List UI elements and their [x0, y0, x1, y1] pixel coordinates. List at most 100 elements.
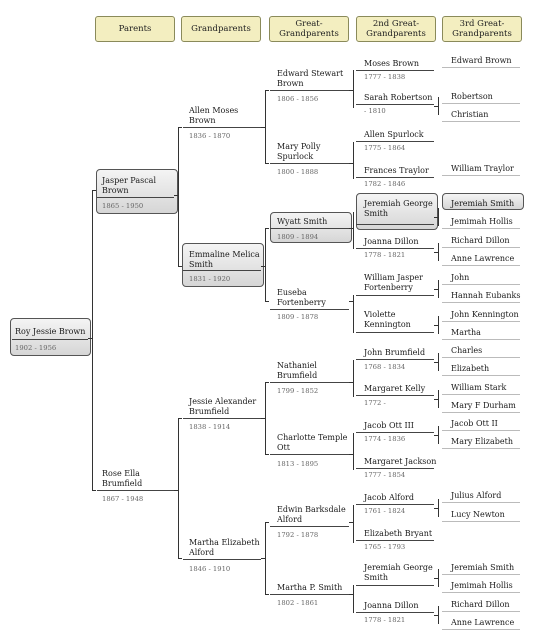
person-name-joanna-2[interactable]: Joanna Dillon — [364, 601, 419, 610]
person-dates-roy: 1902 - 1956 — [15, 344, 57, 352]
connector — [349, 301, 354, 302]
ancestor-underline — [442, 375, 520, 376]
person-name-margaret-kelly[interactable]: Margaret Kelly — [364, 384, 426, 393]
person-dates-allen-moses: 1836 - 1870 — [189, 132, 231, 140]
connector — [178, 558, 182, 559]
highlight-roy — [10, 318, 91, 356]
connector — [265, 522, 269, 523]
person-name-rose[interactable]: Rose Ella Brumfield — [102, 469, 143, 488]
person-name-wyatt[interactable]: Wyatt Smith — [277, 217, 328, 226]
person-dates-sarah: - 1810 — [364, 107, 386, 115]
person-dates-wyatt: 1809 - 1894 — [277, 233, 319, 241]
highlight-emmaline — [182, 243, 264, 287]
ancestor-richard-dillon-2[interactable]: Richard Dillon — [451, 600, 510, 609]
person-dates-allen-spurlock: 1775 - 1864 — [364, 144, 406, 152]
person-name-jessie-alexander[interactable]: Jessie Alexander Brumfield — [189, 397, 257, 416]
person-underline — [356, 585, 434, 586]
ancestor-richard-dillon[interactable]: Richard Dillon — [451, 236, 510, 245]
person-underline — [356, 141, 434, 142]
ancestor-william-stark[interactable]: William Stark — [451, 383, 507, 392]
connector — [353, 142, 354, 179]
person-name-nathaniel[interactable]: Nathaniel Brumfield — [277, 361, 318, 380]
person-name-mary-polly[interactable]: Mary Polly Spurlock — [277, 142, 321, 161]
person-name-allen-spurlock[interactable]: Allen Spurlock — [364, 130, 424, 139]
ancestor-john-kennington[interactable]: John Kennington — [451, 310, 519, 319]
ancestor-underline — [442, 103, 520, 104]
person-underline — [356, 104, 434, 105]
person-underline — [183, 127, 261, 128]
highlight-wyatt — [270, 212, 352, 243]
person-dates-elizabeth-bryant: 1765 - 1793 — [364, 543, 406, 551]
person-underline — [356, 295, 434, 296]
ancestor-underline — [442, 121, 520, 122]
connector — [349, 90, 354, 91]
person-name-allen-moses[interactable]: Allen Moses Brown — [189, 106, 239, 125]
connector — [353, 585, 354, 613]
person-dates-jacob-ott: 1774 - 1836 — [364, 435, 406, 443]
person-underline — [270, 526, 349, 527]
ancestor-anne-lawrence[interactable]: Anne Lawrence — [451, 254, 515, 263]
ancestor-jemimah-hollis[interactable]: Jemimah Hollis — [451, 217, 513, 226]
person-underline — [356, 248, 434, 249]
person-name-jasper[interactable]: Jasper Pascal Brown — [102, 176, 157, 195]
connector — [265, 594, 269, 595]
ancestor-jeremiah-smith-2[interactable]: Jeremiah Smith — [451, 563, 515, 572]
person-name-violette[interactable]: Violette Kennington — [364, 310, 411, 329]
person-name-elizabeth-bryant[interactable]: Elizabeth Bryant — [364, 529, 433, 538]
person-underline — [356, 432, 434, 433]
connector — [261, 266, 266, 267]
person-name-euseba[interactable]: Euseba Fortenberry — [277, 288, 326, 307]
ancestor-underline — [442, 574, 520, 575]
ancestor-christian[interactable]: Christian — [451, 110, 489, 119]
ancestor-underline — [442, 412, 520, 413]
person-name-moses[interactable]: Moses Brown — [364, 59, 420, 68]
person-name-jeremiah-george-1[interactable]: Jeremiah George Smith — [364, 199, 433, 218]
person-name-margaret-jackson[interactable]: Margaret Jackson — [364, 457, 437, 466]
person-name-jacob-ott[interactable]: Jacob Ott III — [364, 421, 414, 430]
ancestor-jacob-ott-ii[interactable]: Jacob Ott II — [451, 419, 498, 428]
ancestor-underline — [442, 284, 520, 285]
person-name-edwin[interactable]: Edwin Barksdale Alford — [277, 505, 346, 524]
ancestor-william-traylor[interactable]: William Traylor — [451, 164, 514, 173]
person-underline — [183, 418, 261, 419]
ancestor-john[interactable]: John — [451, 273, 470, 282]
person-name-roy[interactable]: Roy Jessie Brown — [15, 327, 86, 336]
ancestor-underline — [442, 394, 520, 395]
ancestor-mary-f-durham[interactable]: Mary F Durham — [451, 401, 516, 410]
person-name-martha-elizabeth-alford[interactable]: Martha Elizabeth Alford — [189, 538, 260, 557]
ancestor-martha[interactable]: Martha — [451, 328, 481, 337]
person-dates-margaret-jackson: 1777 - 1854 — [364, 471, 406, 479]
person-underline — [97, 197, 174, 198]
ancestor-julius-alford[interactable]: Julius Alford — [451, 491, 502, 500]
person-underline — [356, 395, 434, 396]
header-great-grandparents: Great- Grandparents — [269, 16, 349, 42]
ancestor-lucy-newton[interactable]: Lucy Newton — [451, 510, 505, 519]
ancestor-jeremiah-smith[interactable]: Jeremiah Smith — [451, 199, 515, 208]
ancestor-jemimah-hollis-2[interactable]: Jemimah Hollis — [451, 581, 513, 590]
person-underline — [356, 359, 434, 360]
ancestor-underline — [442, 448, 520, 449]
person-name-martha-p[interactable]: Martha P. Smith — [277, 583, 343, 592]
person-dates-emmaline: 1831 - 1920 — [189, 275, 231, 283]
ancestor-elizabeth[interactable]: Elizabeth — [451, 364, 490, 373]
person-name-william-jasper[interactable]: William Jasper Fortenberry — [364, 273, 423, 292]
person-name-john-brumfield[interactable]: John Brumfield — [364, 348, 426, 357]
ancestor-robertson[interactable]: Robertson — [451, 92, 493, 101]
person-name-joanna-1[interactable]: Joanna Dillon — [364, 237, 419, 246]
person-name-jacob-alford[interactable]: Jacob Alford — [364, 493, 414, 502]
ancestor-edward-brown[interactable]: Edward Brown — [451, 56, 512, 65]
person-name-edward-stewart[interactable]: Edward Stewart Brown — [277, 69, 344, 88]
ancestor-underline — [442, 321, 520, 322]
connector — [265, 454, 269, 455]
person-name-charlotte[interactable]: Charlotte Temple Ott — [277, 433, 348, 452]
person-name-sarah[interactable]: Sarah Robertson — [364, 93, 433, 102]
person-name-frances[interactable]: Frances Traylor — [364, 166, 429, 175]
ancestor-underline — [442, 265, 520, 266]
person-underline — [270, 454, 349, 455]
ancestor-mary-elizabeth[interactable]: Mary Elizabeth — [451, 437, 514, 446]
person-name-emmaline[interactable]: Emmaline Melica Smith — [189, 250, 260, 269]
ancestor-anne-lawrence-2[interactable]: Anne Lawrence — [451, 618, 515, 627]
ancestor-charles[interactable]: Charles — [451, 346, 483, 355]
person-name-jeremiah-george-2[interactable]: Jeremiah George Smith — [364, 563, 433, 582]
ancestor-hannah-eubanks[interactable]: Hannah Eubanks — [451, 291, 521, 300]
